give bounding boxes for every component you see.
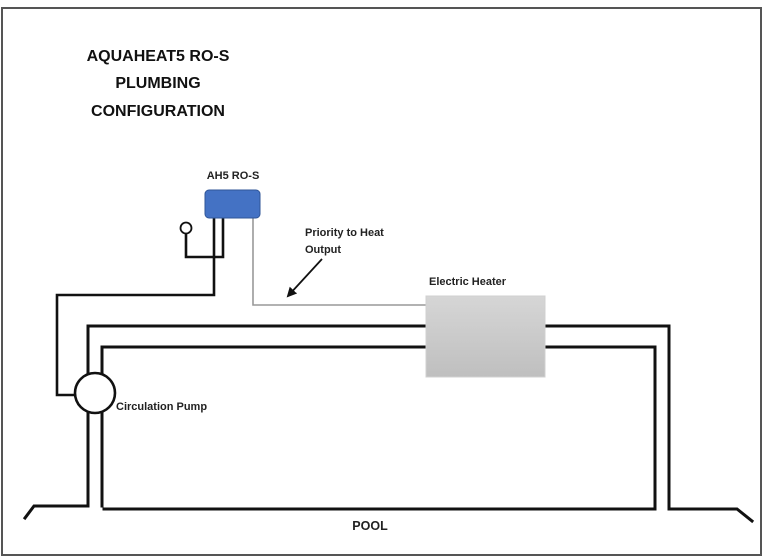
priority-annotation-line-2: Output bbox=[305, 244, 341, 256]
diagram-title: AQUAHEAT5 RO-S PLUMBING CONFIGURATION bbox=[87, 48, 230, 120]
priority-output-signal-line bbox=[252, 218, 426, 306]
circulation-pump-icon[interactable] bbox=[73, 371, 117, 415]
controller-to-pump-wire bbox=[55, 216, 216, 397]
priority-annotation-line-1: Priority to Heat bbox=[305, 227, 384, 239]
temperature-sensor-icon[interactable] bbox=[179, 221, 193, 235]
priority-arrow-icon bbox=[286, 258, 323, 298]
outer-pipe-right-segment bbox=[543, 324, 755, 524]
diagram-frame bbox=[1, 7, 762, 556]
inner-pipe-left-segment bbox=[100, 345, 428, 374]
pump-label: Circulation Pump bbox=[116, 401, 207, 413]
inner-pipe-right-return bbox=[102, 345, 657, 511]
electric-heater[interactable] bbox=[425, 295, 546, 378]
title-line-3: CONFIGURATION bbox=[91, 103, 225, 120]
controller-label: AH5 RO-S bbox=[207, 170, 260, 182]
ah5-ro-s-controller[interactable] bbox=[204, 189, 261, 219]
sensor-wire bbox=[184, 216, 225, 259]
pool-label: POOL bbox=[352, 519, 388, 533]
title-line-1: AQUAHEAT5 RO-S bbox=[87, 48, 230, 65]
outer-pipe-left-segment bbox=[86, 324, 428, 374]
pool-suction-pipe bbox=[22, 412, 90, 521]
title-line-2: PLUMBING bbox=[115, 75, 200, 92]
heater-label: Electric Heater bbox=[429, 276, 507, 288]
